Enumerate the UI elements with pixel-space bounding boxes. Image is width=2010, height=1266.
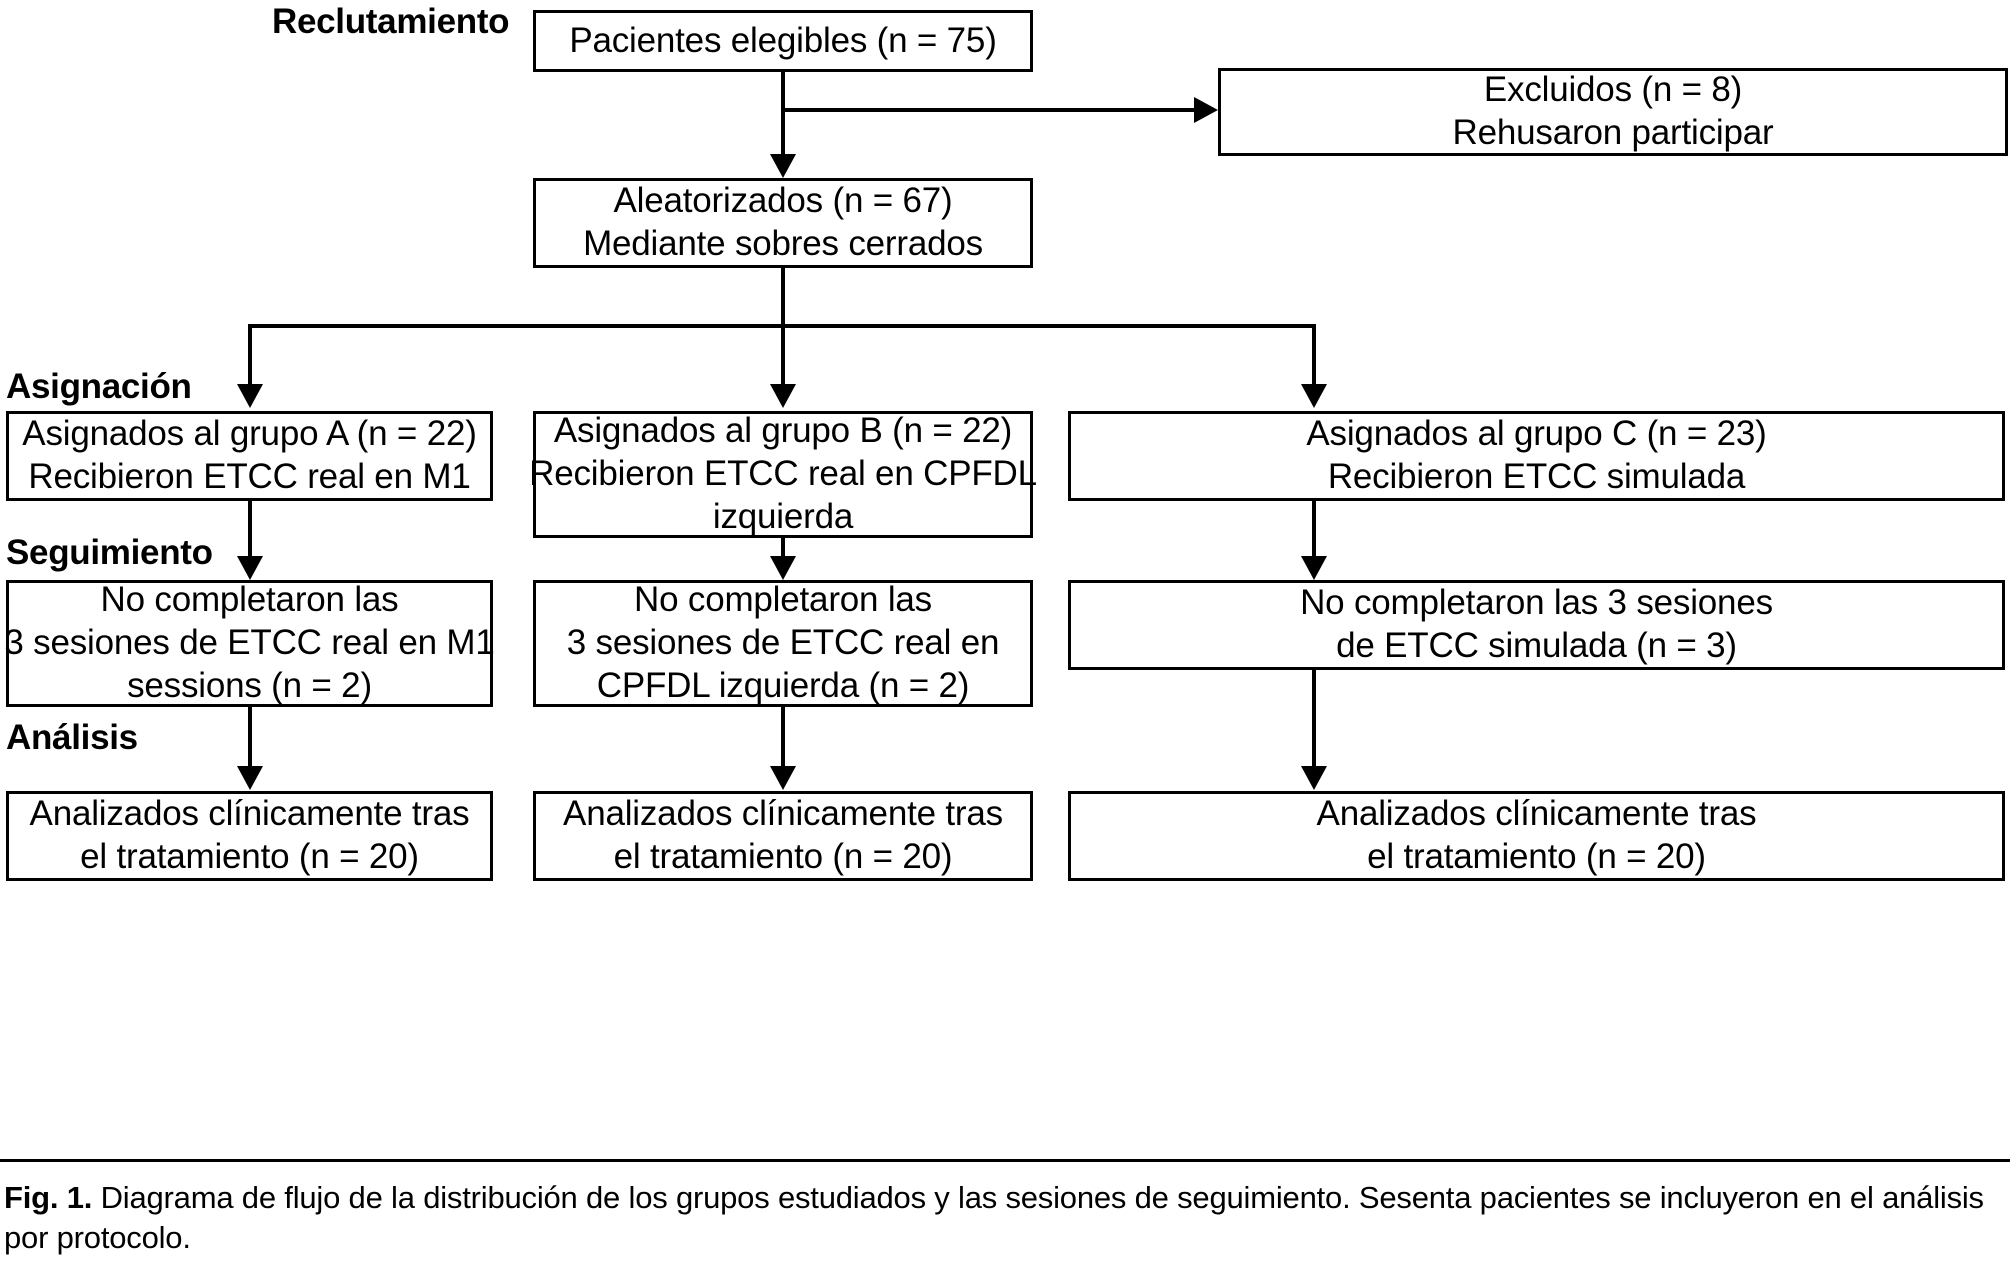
node-followup-group-a: No completaron las 3 sesiones de ETCC re… xyxy=(4,580,495,707)
arrowhead-to-analysis-b-icon xyxy=(770,766,796,790)
figure-caption: Fig. 1. Diagrama de flujo de la distribu… xyxy=(4,1178,2004,1257)
node-followup-group-a-line-3: sessions (n = 2) xyxy=(127,665,372,705)
node-analysis-group-c: Analizados clínicamente tras el tratamie… xyxy=(1068,791,2005,881)
node-followup-group-b-line-2: 3 sesiones de ETCC real en xyxy=(566,623,1000,663)
node-allocation-group-b-line-1: Asignados al grupo B (n = 22) xyxy=(553,411,1013,451)
node-followup-group-a-line-1: No completaron las xyxy=(100,580,399,620)
node-followup-group-c-line-2: de ETCC simulada (n = 3) xyxy=(1336,626,1737,665)
node-followup-group-b-line-1: No completaron las xyxy=(634,580,932,620)
connector-eligible-to-randomized-lower xyxy=(781,108,785,156)
node-followup-group-a-line-2: 3 sesiones de ETCC real en M1 xyxy=(4,623,495,663)
connector-eligible-to-excluded-line xyxy=(781,108,1194,112)
node-analysis-group-a-line-2: el tratamiento (n = 20) xyxy=(80,837,419,876)
node-analysis-group-a-line-1: Analizados clínicamente tras xyxy=(29,794,470,834)
node-allocation-group-c-line-1: Asignados al grupo C (n = 23) xyxy=(1306,414,1767,454)
connector-alloc-b-to-follow-b xyxy=(781,538,785,561)
connector-alloc-c-to-follow-c xyxy=(1312,501,1316,561)
node-excluded-line-2: Rehusaron participar xyxy=(1452,113,1774,152)
arrowhead-to-follow-a-icon xyxy=(237,556,263,580)
connector-follow-c-to-analysis-c xyxy=(1312,670,1316,772)
connector-bus-to-group-c xyxy=(1312,324,1316,386)
arrowhead-to-group-b-icon xyxy=(770,384,796,408)
node-allocation-group-b-line-2: Recibieron ETCC real en CPFDL xyxy=(529,454,1037,494)
caption-divider xyxy=(0,1159,2010,1162)
node-followup-group-c-line-1: No completaron las 3 sesiones xyxy=(1300,583,1773,623)
arrowhead-to-analysis-c-icon xyxy=(1301,766,1327,790)
node-analysis-group-c-line-1: Analizados clínicamente tras xyxy=(1316,794,1757,834)
node-analysis-group-b-line-2: el tratamiento (n = 20) xyxy=(613,837,953,876)
node-allocation-group-b-line-3: izquierda xyxy=(712,496,854,536)
node-followup-group-b-line-3: CPFDL izquierda (n = 2) xyxy=(596,665,970,705)
node-randomized: Aleatorizados (n = 67) Mediante sobres c… xyxy=(533,178,1033,268)
connector-alloc-a-to-follow-a xyxy=(248,501,252,561)
node-analysis-group-a: Analizados clínicamente tras el tratamie… xyxy=(6,791,493,881)
node-allocation-group-c: Asignados al grupo C (n = 23) Recibieron… xyxy=(1068,411,2005,501)
connector-bus-to-group-b xyxy=(781,324,785,386)
node-allocation-group-b: Asignados al grupo B (n = 22) Recibieron… xyxy=(529,411,1037,538)
node-analysis-group-b-line-1: Analizados clínicamente tras xyxy=(563,794,1003,834)
connector-follow-b-to-analysis-b xyxy=(781,707,785,772)
arrowhead-to-group-a-icon xyxy=(237,384,263,408)
stage-label-analysis: Análisis xyxy=(6,718,138,757)
node-followup-group-c: No completaron las 3 sesiones de ETCC si… xyxy=(1068,580,2005,670)
arrowhead-to-group-c-icon xyxy=(1301,384,1327,408)
stage-label-recruitment: Reclutamiento xyxy=(272,2,510,41)
node-excluded-line-1: Excluidos (n = 8) xyxy=(1483,70,1743,110)
node-allocation-group-a-line-2: Recibieron ETCC real en M1 xyxy=(28,457,471,496)
stage-label-followup: Seguimiento xyxy=(6,533,213,572)
node-randomized-line-2: Mediante sobres cerrados xyxy=(583,224,983,263)
node-followup-group-b: No completaron las 3 sesiones de ETCC re… xyxy=(533,580,1033,707)
connector-bus-to-group-a xyxy=(248,324,252,386)
node-analysis-group-b: Analizados clínicamente tras el tratamie… xyxy=(533,791,1033,881)
stage-label-allocation: Asignación xyxy=(6,367,192,406)
node-eligible-patients-line-1: Pacientes elegibles (n = 75) xyxy=(569,20,997,60)
node-allocation-group-a: Asignados al grupo A (n = 22) Recibieron… xyxy=(6,411,493,501)
connector-randomized-stem xyxy=(781,268,785,326)
connector-follow-a-to-analysis-a xyxy=(248,707,252,772)
figure-caption-text: Diagrama de flujo de la distribución de … xyxy=(4,1180,1984,1255)
node-allocation-group-a-line-1: Asignados al grupo A (n = 22) xyxy=(22,414,477,454)
node-allocation-group-c-line-2: Recibieron ETCC simulada xyxy=(1327,457,1746,496)
arrowhead-to-randomized-icon xyxy=(770,154,796,178)
figure-caption-prefix: Fig. 1. xyxy=(4,1180,93,1215)
node-excluded: Excluidos (n = 8) Rehusaron participar xyxy=(1218,68,2008,156)
arrowhead-to-follow-c-icon xyxy=(1301,556,1327,580)
arrowhead-to-follow-b-icon xyxy=(770,556,796,580)
node-analysis-group-c-line-2: el tratamiento (n = 20) xyxy=(1367,837,1706,876)
node-eligible-patients: Pacientes elegibles (n = 75) xyxy=(533,10,1033,72)
node-randomized-line-1: Aleatorizados (n = 67) xyxy=(613,181,953,221)
arrowhead-to-analysis-a-icon xyxy=(237,766,263,790)
arrowhead-to-excluded-icon xyxy=(1194,97,1218,123)
